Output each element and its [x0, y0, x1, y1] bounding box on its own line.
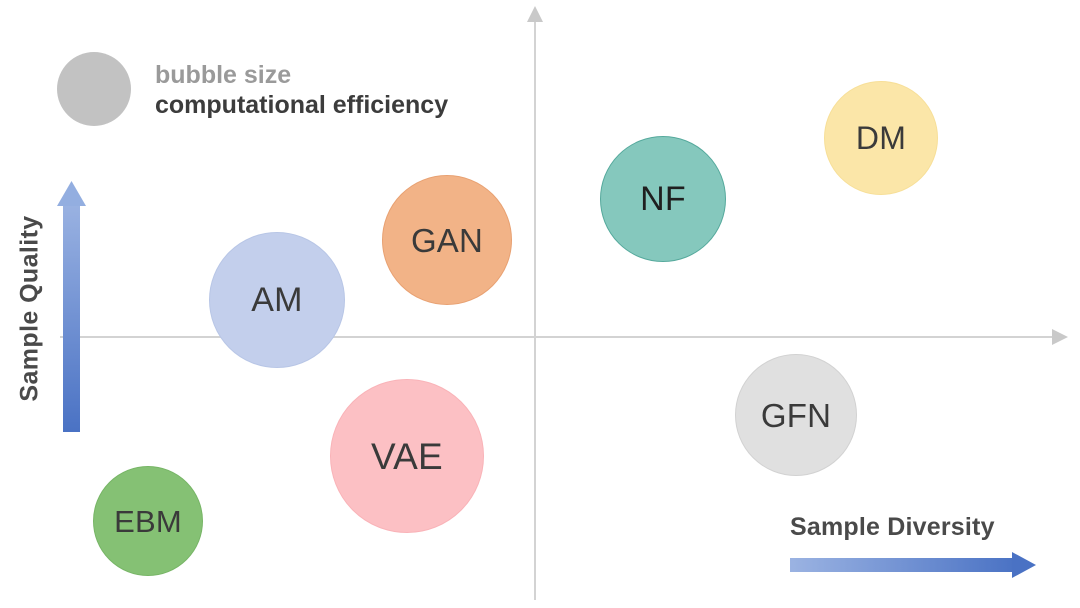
- x-axis-label-text: Sample Diversity: [790, 513, 995, 541]
- sample-diversity-arrow: [790, 552, 1036, 578]
- bubble-label-gan: GAN: [410, 221, 484, 259]
- bubble-label-am: AM: [251, 281, 303, 319]
- legend-size-meaning: computational efficiency: [155, 91, 449, 119]
- sample-quality-arrow: [57, 181, 86, 432]
- bubble-vae[interactable]: VAE: [330, 379, 484, 533]
- bubble-gan[interactable]: GAN: [382, 175, 512, 305]
- y-axis-label-text: Sample Quality: [15, 214, 44, 402]
- legend: bubble size computational efficiency: [57, 52, 448, 126]
- bubble-label-ebm: EBM: [114, 503, 182, 539]
- legend-text: bubble size computational efficiency: [155, 60, 448, 121]
- bubble-label-gfn: GFN: [760, 396, 832, 434]
- bubble-ebm[interactable]: EBM: [93, 466, 203, 576]
- bubble-nf[interactable]: NF: [600, 136, 726, 262]
- x-axis-label: Sample Diversity: [790, 513, 1040, 542]
- legend-bubble-swatch: [57, 52, 131, 126]
- bubble-am[interactable]: AM: [209, 232, 345, 368]
- y-axis-label: Sample Quality: [0, 180, 60, 436]
- legend-size-caption: bubble size: [155, 60, 292, 89]
- bubble-dm[interactable]: DM: [824, 81, 938, 195]
- bubble-label-nf: NF: [640, 180, 686, 218]
- bubble-gfn[interactable]: GFN: [735, 354, 857, 476]
- bubble-label-dm: DM: [855, 120, 907, 156]
- bubble-label-vae: VAE: [371, 435, 443, 477]
